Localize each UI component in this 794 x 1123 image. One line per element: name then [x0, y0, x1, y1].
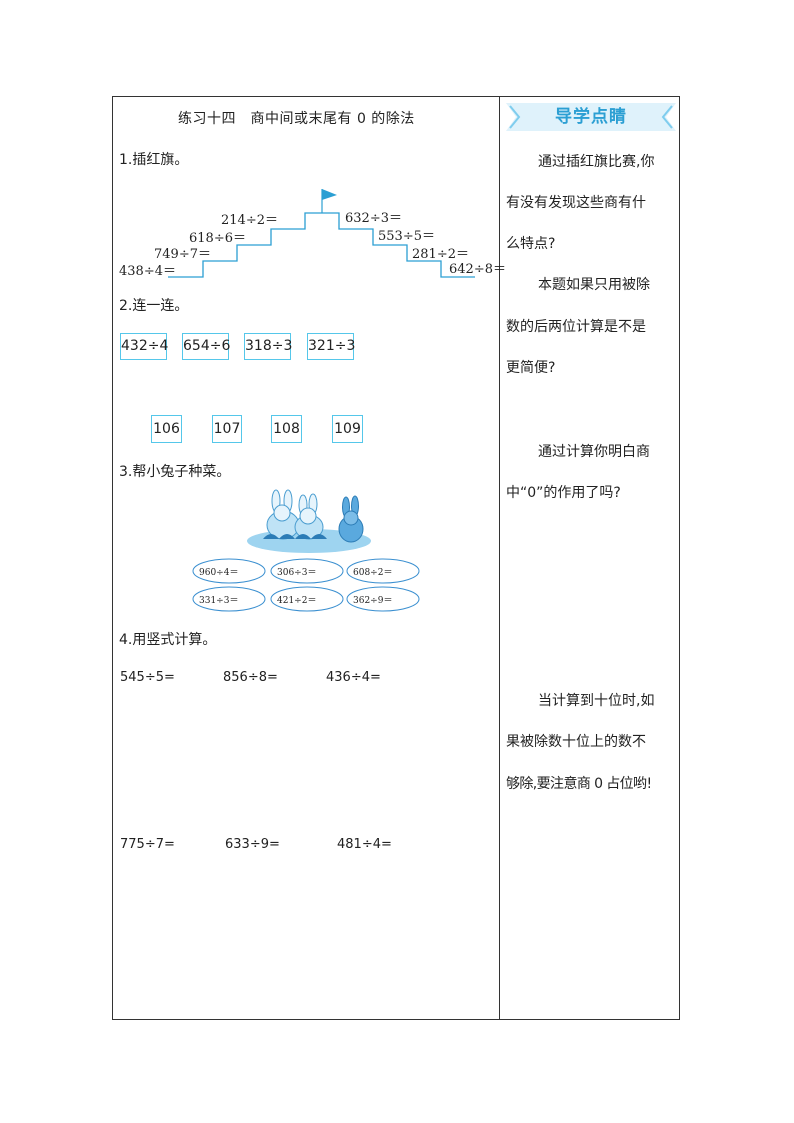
- answer-box-109[interactable]: 109: [332, 415, 363, 443]
- guide-banner: 导学点睛: [506, 103, 676, 131]
- guide-line-6: 更简便?: [506, 360, 556, 376]
- calc-633: 633÷9=: [225, 837, 280, 852]
- guide-banner-title: 导学点睛: [555, 107, 627, 127]
- calc-545: 545÷5=: [120, 670, 175, 685]
- guide-line-2: 有没有发现这些商有什: [506, 195, 646, 211]
- rabbits-planting-illustration: [247, 489, 371, 553]
- section2-heading: 2.连一连。: [119, 298, 189, 314]
- section4-heading: 4.用竖式计算。: [119, 632, 217, 648]
- section1-heading: 1.插红旗。: [119, 152, 189, 168]
- flag-step-553: 553÷5＝: [378, 229, 435, 244]
- answer-box-108[interactable]: 108: [271, 415, 302, 443]
- vegetable-ovals: [192, 558, 420, 612]
- guide-line-11: 够除,要注意商 0 占位哟!: [506, 776, 652, 792]
- oval-608: 608÷2＝: [353, 568, 393, 578]
- flag-step-214: 214÷2＝: [221, 213, 278, 228]
- oval-421: 421÷2＝: [277, 596, 317, 606]
- match-box-654[interactable]: 654÷6: [182, 333, 230, 360]
- page-title: 练习十四 商中间或末尾有 0 的除法: [178, 111, 415, 127]
- guide-line-8: 中“0”的作用了吗?: [506, 485, 621, 501]
- match-box-318[interactable]: 318÷3: [244, 333, 292, 360]
- answer-box-106[interactable]: 106: [151, 415, 182, 443]
- guide-line-9: 当计算到十位时,如: [538, 693, 655, 709]
- guide-line-4: 本题如果只用被除: [538, 277, 650, 293]
- calc-436: 436÷4=: [326, 670, 381, 685]
- flag-step-618: 618÷6＝: [189, 231, 246, 246]
- calc-856: 856÷8=: [223, 670, 278, 685]
- answer-box-107[interactable]: 107: [212, 415, 242, 443]
- flag-staircase: [168, 189, 475, 278]
- guide-line-3: 么特点?: [506, 236, 556, 252]
- calc-481: 481÷4=: [337, 837, 392, 852]
- flag-step-281: 281÷2＝: [412, 247, 469, 262]
- guide-line-7: 通过计算你明白商: [538, 444, 650, 460]
- guide-line-1: 通过插红旗比赛,你: [538, 154, 655, 170]
- oval-362: 362÷9＝: [353, 596, 393, 606]
- calc-775: 775÷7=: [120, 837, 175, 852]
- flag-step-632: 632÷3＝: [345, 211, 402, 226]
- worksheet-table: 练习十四 商中间或末尾有 0 的除法 1.插红旗。 438÷4＝ 749÷7＝ …: [112, 96, 680, 1020]
- section3-heading: 3.帮小兔子种菜。: [119, 464, 231, 480]
- match-box-321[interactable]: 321÷3: [307, 333, 355, 360]
- match-box-432[interactable]: 432÷4: [120, 333, 168, 360]
- oval-331: 331÷3＝: [199, 596, 239, 606]
- column-divider: [499, 97, 500, 1019]
- oval-960: 960÷4＝: [199, 568, 239, 578]
- flag-step-749: 749÷7＝: [154, 247, 211, 262]
- banner-background: [506, 103, 676, 131]
- guide-line-5: 数的后两位计算是不是: [506, 319, 646, 335]
- flag-step-438: 438÷4＝: [119, 264, 176, 279]
- guide-line-10: 果被除数十位上的数不: [506, 734, 646, 750]
- flag-step-642: 642÷8＝: [449, 262, 506, 277]
- oval-306: 306÷3＝: [277, 568, 317, 578]
- red-flag-icon: [321, 189, 337, 213]
